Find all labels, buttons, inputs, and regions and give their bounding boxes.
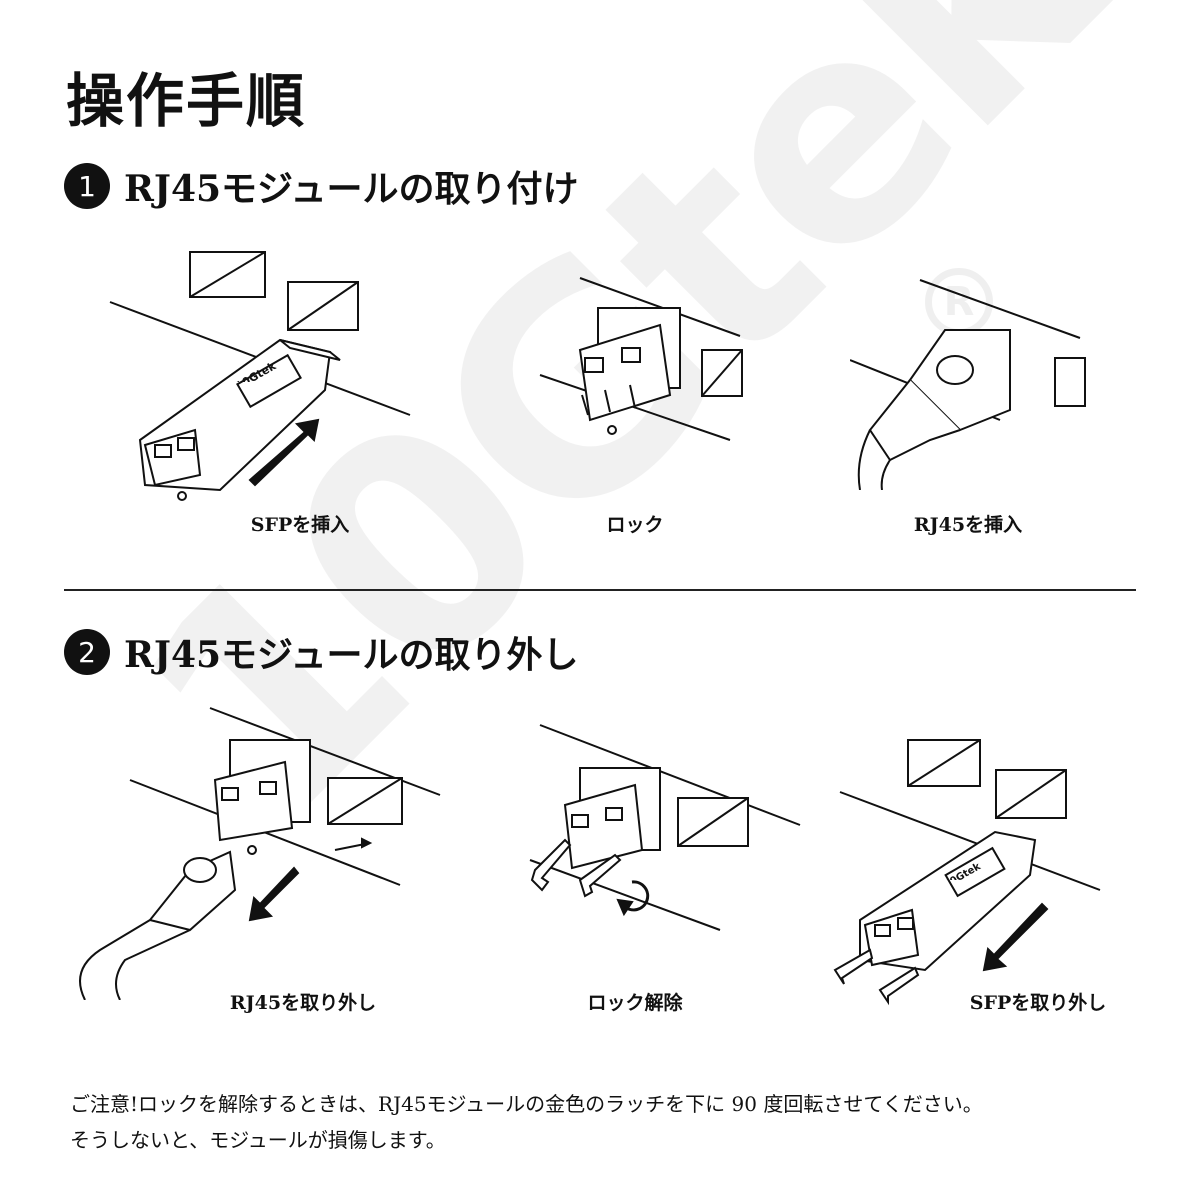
illustration-remove-sfp: 10Gtek	[830, 710, 1110, 1010]
module-brand-label: 10Gtek	[233, 362, 279, 382]
section-title: RJ45モジュールの取り付け	[124, 168, 579, 210]
step-caption: ロック	[606, 514, 664, 536]
section-divider	[64, 589, 1136, 591]
page-title: 操作手順	[66, 67, 307, 135]
illustration-unlock	[520, 720, 810, 950]
step-caption: RJ45を挿入	[913, 514, 1023, 536]
illustration-insert-sfp: 10Gtek	[100, 240, 430, 510]
step-number-badge: 1	[64, 163, 110, 209]
section-1-header: 1 RJ45モジュールの取り付け	[64, 160, 579, 212]
step-caption: ロック解除	[587, 992, 683, 1014]
section-title: RJ45モジュールの取り外し	[124, 634, 579, 676]
step-caption: SFPを取り外し	[969, 992, 1107, 1014]
step-caption: RJ45を取り外し	[229, 992, 377, 1014]
illustration-remove-rj45	[70, 700, 450, 1000]
step-caption: SFPを挿入	[250, 514, 350, 536]
module-brand-label: 10Gtek	[942, 861, 983, 880]
section-2-header: 2 RJ45モジュールの取り外し	[64, 626, 579, 678]
illustration-lock	[530, 270, 760, 460]
caution-line: ご注意!ロックを解除するときは、RJ45モジュールの金色のラッチを下に 90 度…	[70, 1092, 983, 1116]
illustration-insert-rj45	[850, 270, 1090, 490]
step-number-badge: 2	[64, 629, 110, 675]
rotate-arrow-icon	[614, 885, 634, 905]
caution-line: そうしないと、モジュールが損傷します。	[70, 1128, 446, 1152]
caution-notes: ご注意!ロックを解除するときは、RJ45モジュールの金色のラッチを下に 90 度…	[70, 1086, 983, 1158]
